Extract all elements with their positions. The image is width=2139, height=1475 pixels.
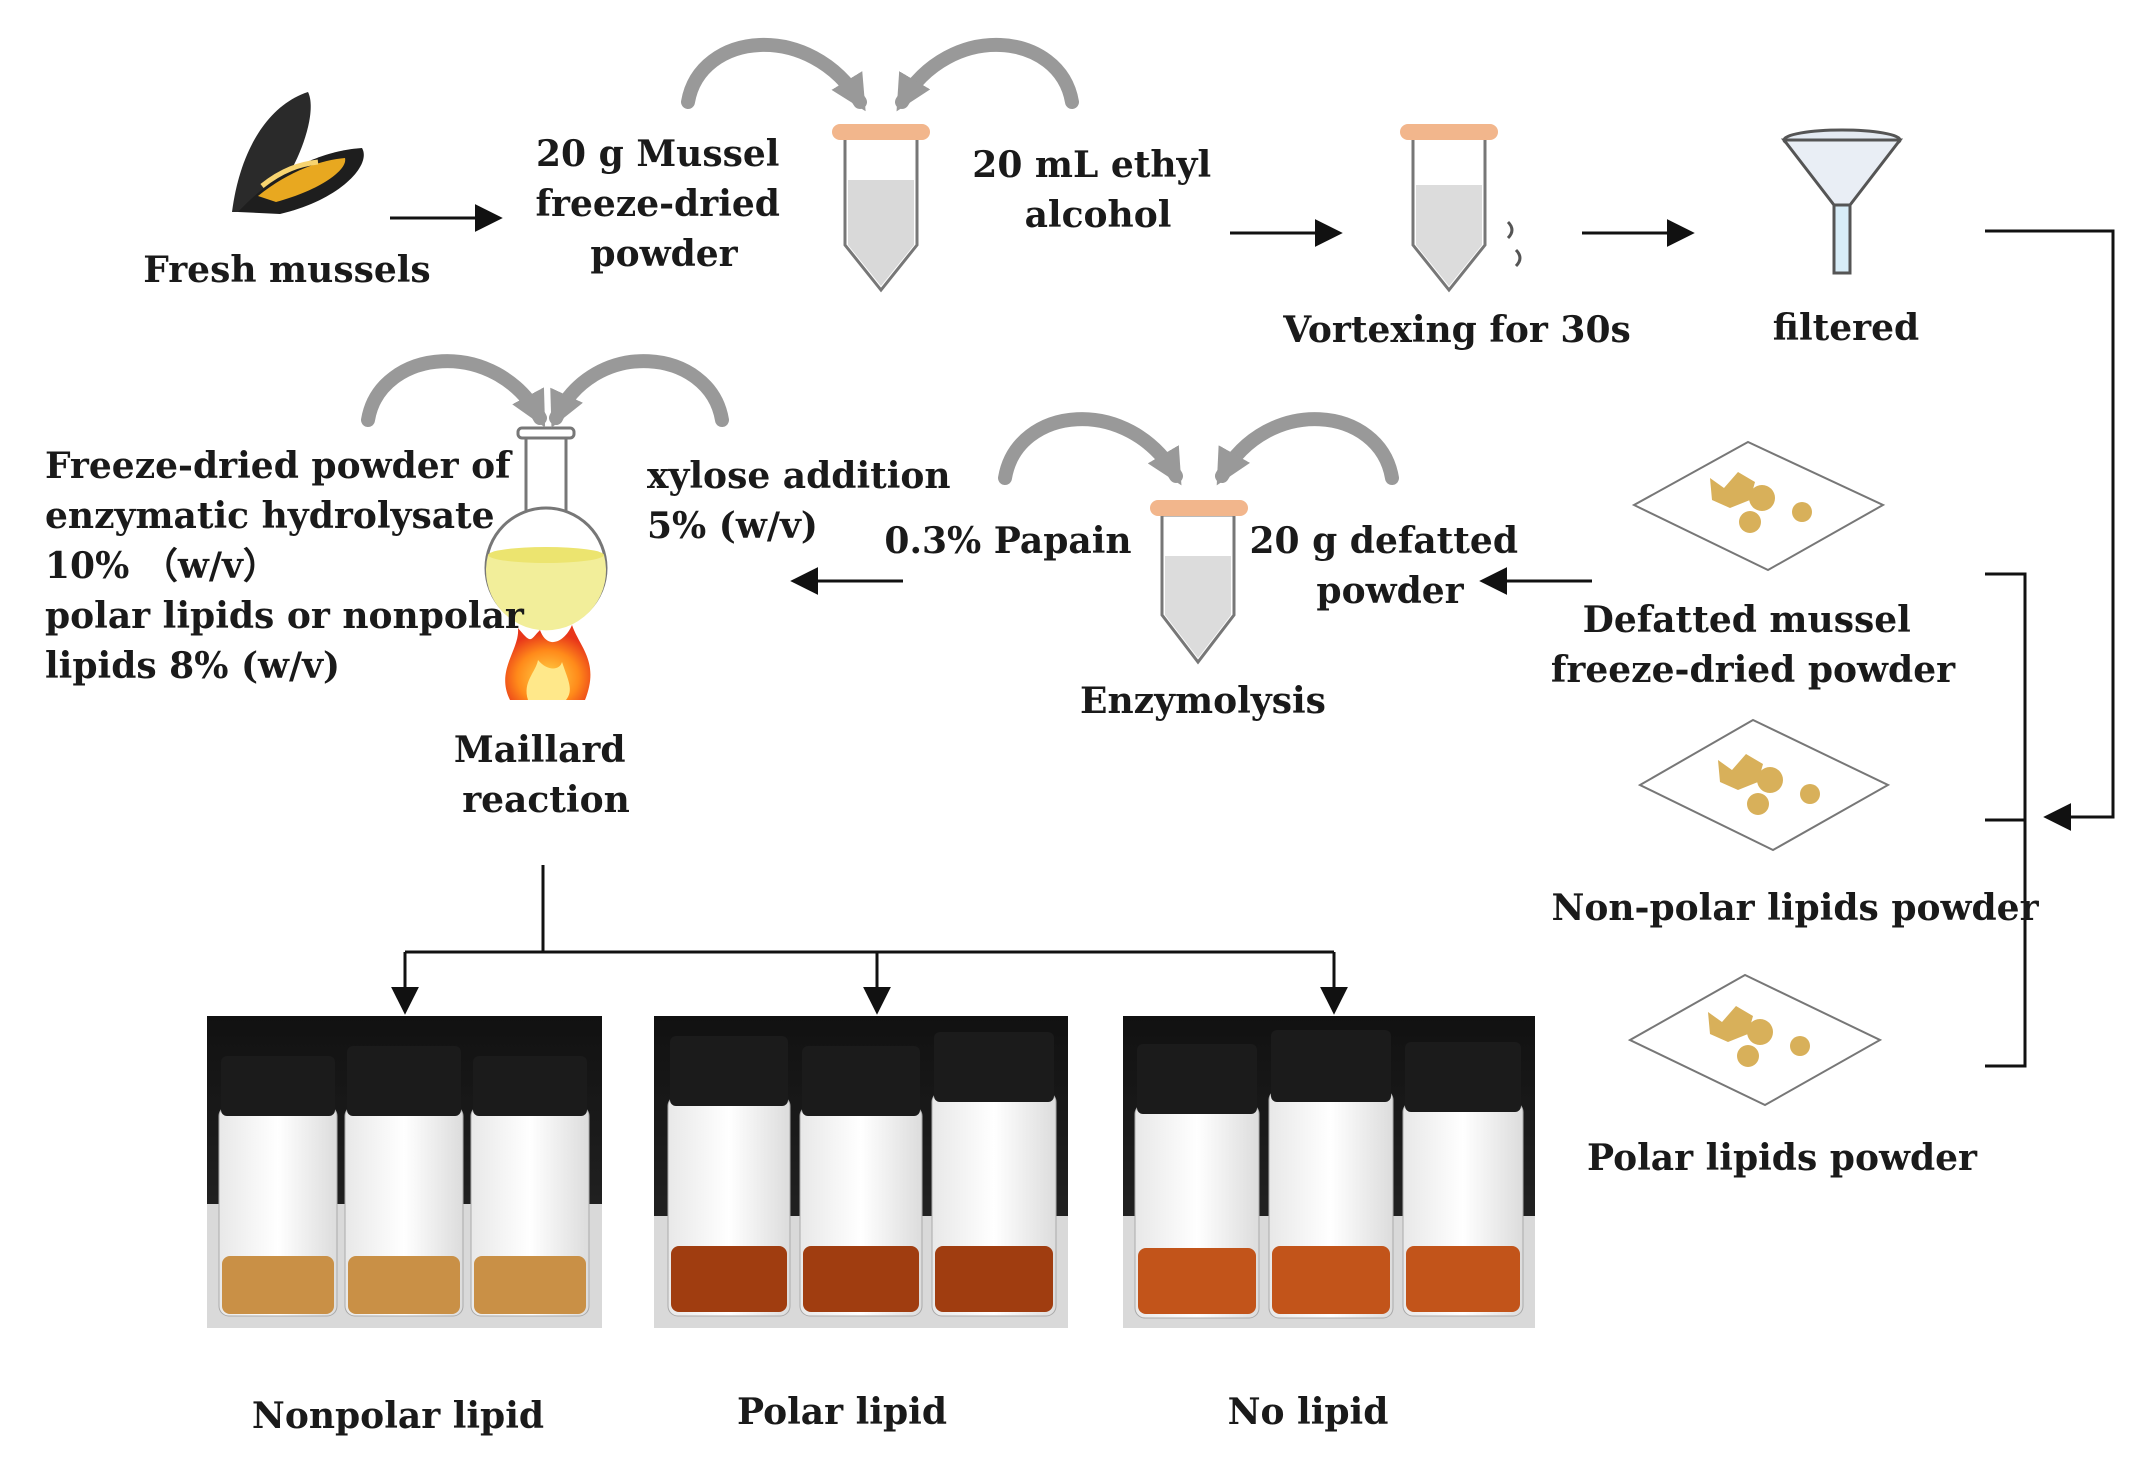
label-papain: 0.3% Papain	[884, 520, 1131, 562]
tube-cap	[832, 124, 930, 140]
connector-filtered-to-products	[1985, 229, 2115, 831]
label-vortexing: Vortexing for 30s	[1282, 309, 1631, 351]
vial	[470, 1056, 590, 1317]
vial	[799, 1046, 923, 1317]
powder-card-polar	[1627, 973, 1883, 1107]
tube-icon-3	[1150, 500, 1248, 665]
label-photo-none: No lipid	[1228, 1391, 1389, 1433]
vial-liquid	[671, 1246, 787, 1312]
tube-icon-2	[1400, 124, 1522, 293]
label-ethanol: 20 mL ethyl alcohol	[972, 144, 1223, 236]
curved-arrow	[895, 37, 1079, 112]
flow-arrows	[390, 204, 2115, 1068]
vial-liquid	[803, 1246, 919, 1312]
label-mussel-powder: 20 g Mussel freeze-dried powder	[536, 133, 793, 275]
vial-liquid	[1272, 1246, 1390, 1314]
label-filtered: filtered	[1773, 307, 1919, 349]
vial	[931, 1032, 1057, 1317]
vial-liquid	[474, 1256, 586, 1314]
label-maillard: Maillard reaction	[454, 729, 638, 821]
vial	[344, 1046, 464, 1317]
funnel-icon	[1780, 128, 1904, 275]
photo-nonpolar-lipid	[207, 1016, 602, 1328]
curved-arrow	[549, 354, 729, 428]
label-xylose: xylose addition 5% (w/v)	[647, 455, 963, 547]
vial	[1402, 1042, 1524, 1317]
label-defatted-input: 20 g defatted powder	[1249, 520, 1530, 612]
vial	[218, 1056, 338, 1317]
label-nonpolar-powder: Non-polar lipids powder	[1551, 887, 2039, 929]
label-fresh-mussels: Fresh mussels	[143, 249, 430, 291]
photo-polar-lipid	[654, 1016, 1068, 1328]
curved-arrow	[1215, 412, 1399, 486]
vial-liquid	[348, 1256, 460, 1314]
curved-arrow	[681, 37, 867, 112]
powder-card-defatted	[1631, 440, 1886, 572]
powder-card-nonpolar	[1637, 718, 1891, 852]
label-photo-polar: Polar lipid	[737, 1391, 947, 1433]
tube-icon-1	[832, 124, 930, 293]
mussel-icon	[232, 92, 364, 214]
curved-arrow	[998, 412, 1183, 486]
flask-icon	[484, 426, 608, 631]
vial-liquid	[935, 1246, 1053, 1312]
vial	[1268, 1030, 1394, 1319]
photo-no-lipid	[1123, 1016, 1535, 1328]
vial	[1134, 1044, 1260, 1319]
vial-liquid	[1138, 1248, 1256, 1314]
tube-cap	[1400, 124, 1498, 140]
curved-arrow	[361, 354, 547, 428]
label-photo-nonpolar: Nonpolar lipid	[252, 1395, 544, 1437]
vial	[667, 1036, 791, 1317]
curved-arrows	[361, 37, 1399, 486]
vial-liquid	[1406, 1246, 1520, 1312]
flame-icon	[505, 625, 591, 700]
label-polar-powder: Polar lipids powder	[1587, 1137, 1978, 1179]
tube-cap	[1150, 500, 1248, 516]
label-reaction-mix: Freeze-dried powder of enzymatic hydroly…	[45, 445, 536, 687]
label-defatted-powder-product: Defatted mussel freeze-dried powder	[1551, 599, 1956, 691]
label-enzymolysis: Enzymolysis	[1080, 680, 1326, 722]
vial-liquid	[222, 1256, 334, 1314]
